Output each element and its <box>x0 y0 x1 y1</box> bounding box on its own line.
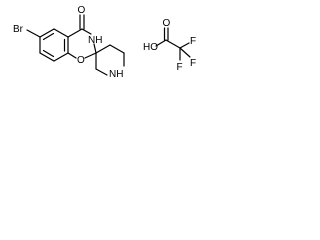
piperidine-nh-label: NH <box>109 69 123 80</box>
ring-bond <box>81 28 92 35</box>
ring-oxygen-label: O <box>77 55 85 66</box>
tfa-c-c-bond <box>165 39 181 49</box>
benzene-bond <box>39 28 55 38</box>
benzene-double-bond <box>42 49 55 58</box>
benzene-double-bond <box>42 32 55 41</box>
tfa-c-f-bond <box>179 42 190 49</box>
tfa-hydroxyl-bond <box>155 39 167 47</box>
benzene-bond <box>39 52 55 62</box>
lactam-nh-label: NH <box>88 35 102 46</box>
tfa-fluorine-left-label: F <box>177 62 183 73</box>
chemical-structure-diagram: Br O NH O NH O HO F F F <box>13 5 196 80</box>
benzoxazinone-piperidine-molecule: Br O NH O NH <box>13 5 125 80</box>
piperidine-bond <box>95 68 108 76</box>
tfa-fluorine-top-label: F <box>190 36 196 47</box>
ring-bond <box>67 28 83 38</box>
tfa-carbonyl-oxygen-label: O <box>163 18 171 29</box>
tfa-c-f-bond <box>179 47 191 58</box>
ring-bond <box>67 52 77 59</box>
benzene-bond <box>53 28 69 38</box>
bromo-bond <box>26 29 41 38</box>
benzene-bond <box>53 52 69 62</box>
trifluoroacetic-acid-molecule: O HO F F F <box>143 18 196 73</box>
tfa-hydroxyl-label: HO <box>143 42 158 53</box>
carbonyl-oxygen-label: O <box>78 5 86 16</box>
bromine-atom-label: Br <box>13 24 24 35</box>
ring-bond <box>93 43 97 54</box>
ring-bond <box>84 52 97 59</box>
tfa-fluorine-right-label: F <box>190 58 196 69</box>
piperidine-bond <box>109 44 125 54</box>
piperidine-bond <box>95 44 111 54</box>
